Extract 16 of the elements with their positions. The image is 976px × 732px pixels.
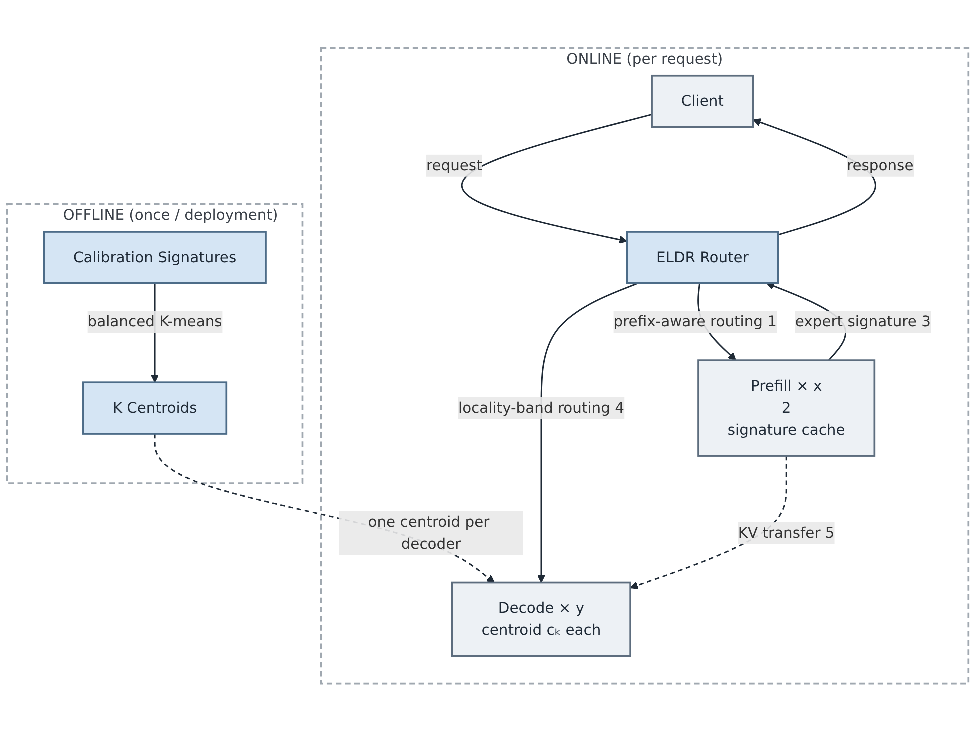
edge-label: request	[426, 156, 482, 174]
edge-label: prefix-aware routing 1	[614, 312, 778, 330]
node-box: K Centroids	[82, 382, 228, 435]
edge-label: balanced K-means	[88, 312, 222, 330]
edge-label: locality-band routing 4	[458, 399, 624, 417]
arrow	[462, 114, 652, 244]
node-box: Decode × y centroid cₖ each	[451, 582, 632, 658]
node-box: ELDR Router	[626, 231, 780, 284]
node-box: Calibration Signatures	[43, 231, 267, 284]
arrow	[537, 282, 638, 584]
edge-label: KV transfer 5	[738, 524, 835, 542]
node-box: Client	[651, 74, 754, 128]
node-box: Prefill × x 2 signature cache	[698, 360, 876, 457]
edge-label: response	[847, 156, 914, 174]
edge-label: one centroid per decoder	[368, 512, 490, 552]
edge-label: expert signature 3	[795, 312, 931, 330]
